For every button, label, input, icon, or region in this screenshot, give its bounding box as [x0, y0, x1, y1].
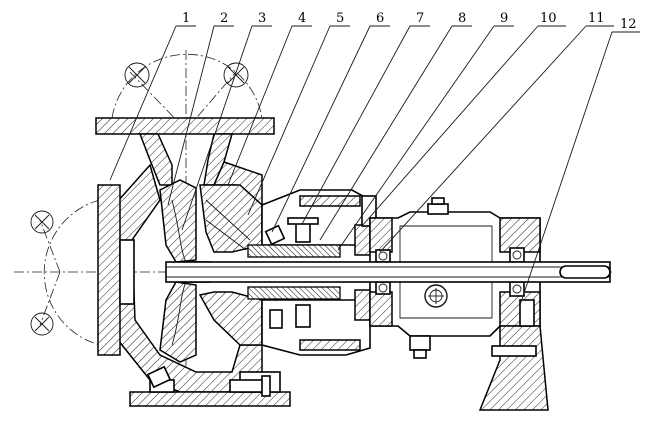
callout-11: 11 — [588, 11, 605, 26]
bracket-foot — [478, 299, 549, 411]
casing-bolts — [146, 365, 271, 397]
callout-labels: 1 2 3 4 5 6 7 8 9 10 11 12 — [182, 11, 637, 32]
callout-7: 7 — [416, 11, 424, 26]
callout-10: 10 — [540, 11, 557, 26]
callout-12: 12 — [620, 17, 637, 32]
callout-8: 8 — [458, 11, 466, 26]
discharge-flange-bolt-circle — [111, 53, 263, 119]
pump-cover — [198, 184, 263, 346]
bearing-frame — [247, 189, 377, 356]
callout-6: 6 — [376, 11, 384, 26]
callout-3: 3 — [258, 11, 266, 26]
callout-2: 2 — [220, 11, 228, 26]
pump-shaft — [165, 261, 611, 283]
callout-leaders — [109, 25, 640, 306]
callout-1: 1 — [182, 11, 190, 26]
callout-5: 5 — [336, 11, 344, 26]
callout-9: 9 — [500, 11, 508, 26]
callout-4: 4 — [298, 11, 306, 26]
suction-flange-bolt-circle — [30, 199, 101, 346]
